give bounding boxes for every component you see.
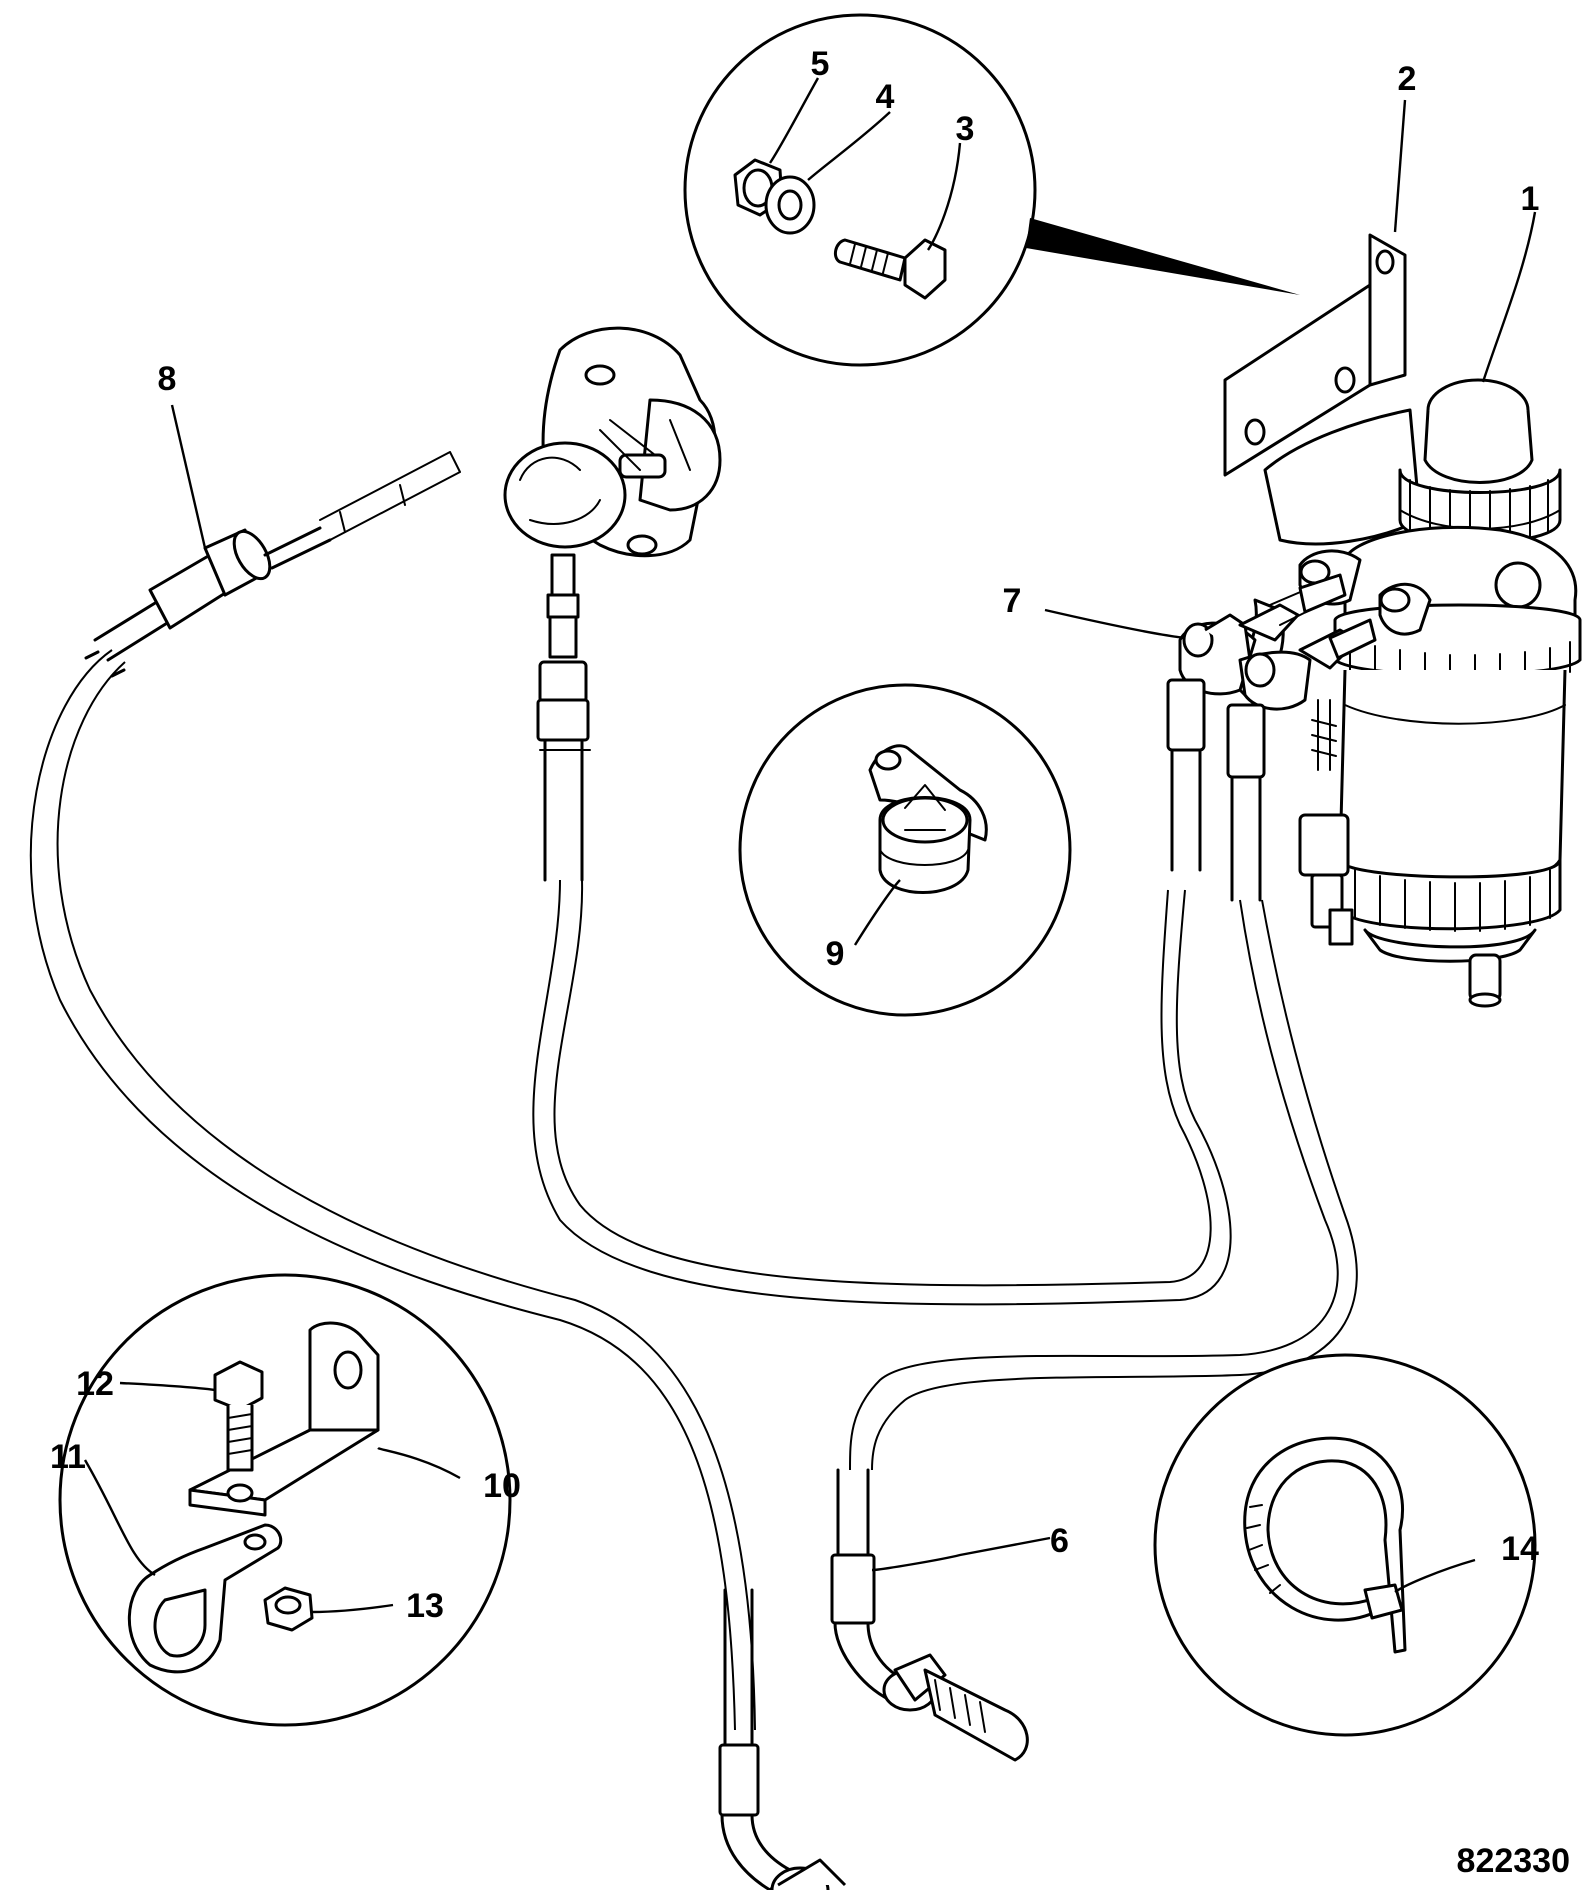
lower-fitting-left (718, 1588, 847, 1890)
mounting-bracket-2 (1223, 233, 1422, 546)
callout-5: 5 (811, 45, 830, 83)
callout-labels: 1 2 3 4 5 6 7 8 9 10 11 12 13 14 822330 (50, 45, 1570, 1880)
drawing-reference-number: 822330 (1457, 1842, 1570, 1880)
callout-11: 11 (50, 1438, 86, 1476)
elbow-connectors-7 (1166, 573, 1377, 902)
callout-8: 8 (158, 360, 177, 398)
callout-7: 7 (1003, 582, 1022, 620)
fuel-lift-pump (503, 326, 722, 882)
fuel-filter-1 (1298, 378, 1582, 1008)
detail-cable-tie-14 (1153, 1353, 1537, 1737)
callout-2: 2 (1398, 60, 1417, 98)
leader-lines (83, 77, 1537, 1614)
lower-fitting-6 (830, 1468, 1029, 1762)
detail-clamp-10-13 (58, 1273, 512, 1727)
detail-hardware-3-5 (683, 13, 1300, 367)
callout-13: 13 (406, 1587, 444, 1625)
callout-14: 14 (1501, 1530, 1539, 1568)
callout-1: 1 (1521, 180, 1540, 218)
callout-4: 4 (876, 78, 895, 116)
callout-10: 10 (483, 1467, 521, 1505)
callout-9: 9 (826, 935, 845, 973)
detail-grommet-9 (738, 683, 1072, 1017)
callout-6: 6 (1050, 1522, 1069, 1560)
callout-12: 12 (76, 1365, 114, 1403)
callout-3: 3 (956, 110, 975, 148)
inline-connector-8 (84, 451, 461, 678)
